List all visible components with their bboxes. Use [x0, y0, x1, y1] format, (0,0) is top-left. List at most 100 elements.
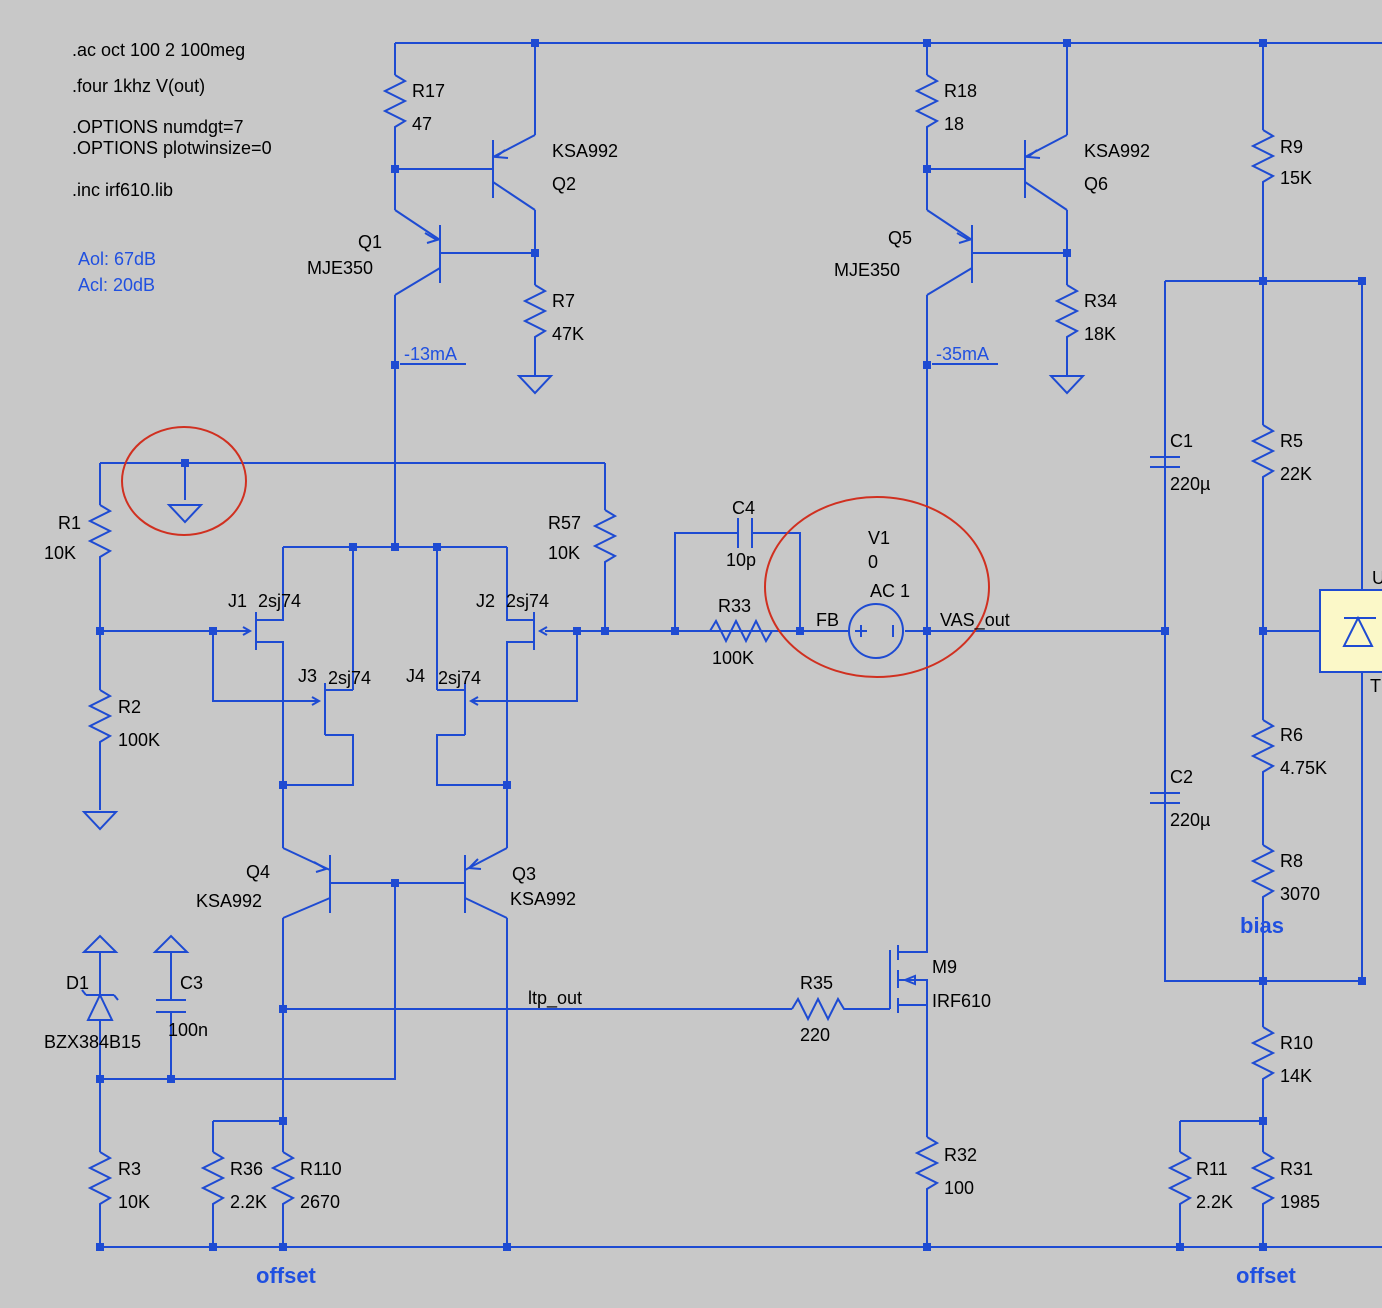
ground-icon — [152, 934, 190, 953]
value-j4: 2sj74 — [438, 668, 481, 688]
diode-d1 — [81, 989, 119, 1021]
resistor-r1 — [87, 504, 113, 570]
label-r32: R32 — [944, 1145, 977, 1165]
value-c3: 100n — [168, 1020, 208, 1040]
ic-clipped-label-bottom: T — [1370, 676, 1381, 696]
wires — [99, 42, 1382, 1248]
resistor-r110 — [270, 1151, 296, 1217]
label-r57: R57 — [548, 513, 581, 533]
value-q2: KSA992 — [552, 141, 618, 161]
value-c4: 10p — [726, 550, 756, 570]
transistor-q2 — [492, 134, 536, 211]
value-m9: IRF610 — [932, 991, 991, 1011]
directive-text: .ac oct 100 2 100meg .four 1khz V(out) .… — [72, 40, 272, 295]
net-vas-out: VAS_out — [940, 610, 1010, 631]
resistor-r18 — [914, 74, 940, 145]
value-q6: KSA992 — [1084, 141, 1150, 161]
value-q1: MJE350 — [307, 258, 373, 278]
ground-icon — [81, 934, 119, 953]
transistor-q6 — [1024, 134, 1068, 211]
directive-ac: .ac oct 100 2 100meg — [72, 40, 245, 60]
capacitor-c4 — [737, 518, 753, 548]
value-r5: 22K — [1280, 464, 1312, 484]
directive-options-1: .OPTIONS numdgt=7 — [72, 117, 244, 137]
label-r33: R33 — [718, 596, 751, 616]
value-j2: 2sj74 — [506, 591, 549, 611]
resistor-r10 — [1250, 1026, 1276, 1092]
highlight-ground — [121, 426, 247, 536]
label-m9: M9 — [932, 957, 957, 977]
resistor-r17 — [382, 74, 408, 145]
transistor-symbols — [282, 134, 1068, 919]
resistor-r34 — [1054, 284, 1080, 355]
label-c1: C1 — [1170, 431, 1193, 451]
junction-dots — [96, 39, 1366, 1251]
value-q4: KSA992 — [196, 891, 262, 911]
value-r57: 10K — [548, 543, 580, 563]
resistor-r7 — [522, 284, 548, 355]
jfet-symbols — [242, 610, 548, 735]
jfet-j1 — [242, 610, 284, 652]
transistor-q4 — [282, 847, 331, 919]
value-r8: 3070 — [1280, 884, 1320, 904]
net-bias: bias — [1240, 913, 1284, 938]
ground-symbols — [81, 375, 1086, 953]
label-q5: Q5 — [888, 228, 912, 248]
component-labels: R17 47 KSA992 Q2 Q1 MJE350 R7 47K -13mA … — [44, 81, 1382, 1288]
value-r7: 47K — [552, 324, 584, 344]
jfet-j2 — [506, 610, 548, 652]
label-j4: J4 — [406, 666, 425, 686]
current-q1: -13mA — [404, 344, 457, 364]
capacitor-c2 — [1150, 792, 1180, 804]
directive-options-2: .OPTIONS plotwinsize=0 — [72, 138, 272, 158]
label-r10: R10 — [1280, 1033, 1313, 1053]
label-q4: Q4 — [246, 862, 270, 882]
capacitor-c3 — [156, 999, 186, 1013]
value-r31: 1985 — [1280, 1192, 1320, 1212]
value-r33: 100K — [712, 648, 754, 668]
capacitor-c1 — [1150, 456, 1180, 468]
value-r3: 10K — [118, 1192, 150, 1212]
net-offset-right: offset — [1236, 1263, 1297, 1288]
value-r10: 14K — [1280, 1066, 1312, 1086]
capacitor-symbols — [156, 456, 1180, 1013]
resistor-symbols — [87, 74, 1276, 1217]
value-j3: 2sj74 — [328, 668, 371, 688]
resistor-r6 — [1250, 719, 1276, 785]
value-r32: 100 — [944, 1178, 974, 1198]
value-c2: 220µ — [1170, 810, 1210, 830]
value-q3: KSA992 — [510, 889, 576, 909]
resistor-r32 — [914, 1136, 940, 1207]
mosfet-m9 — [889, 940, 928, 1013]
net-ltp-out: ltp_out — [528, 988, 582, 1009]
value-r18: 18 — [944, 114, 964, 134]
ground-icon — [81, 811, 119, 831]
label-r36: R36 — [230, 1159, 263, 1179]
label-r18: R18 — [944, 81, 977, 101]
label-q6: Q6 — [1084, 174, 1108, 194]
value-c1: 220µ — [1170, 474, 1210, 494]
value-q5: MJE350 — [834, 260, 900, 280]
value-r6: 4.75K — [1280, 758, 1327, 778]
label-q1: Q1 — [358, 232, 382, 252]
value-r17: 47 — [412, 114, 432, 134]
value-r35: 220 — [800, 1025, 830, 1045]
net-offset-left: offset — [256, 1263, 317, 1288]
jfet-j4 — [437, 683, 479, 735]
label-r110: R110 — [300, 1159, 342, 1179]
resistor-r9 — [1250, 129, 1276, 195]
label-r3: R3 — [118, 1159, 141, 1179]
ic-clipped-label-top: U — [1372, 568, 1382, 588]
label-r7: R7 — [552, 291, 575, 311]
resistor-r8 — [1250, 844, 1276, 910]
label-r8: R8 — [1280, 851, 1303, 871]
label-r35: R35 — [800, 973, 833, 993]
value-j1: 2sj74 — [258, 591, 301, 611]
label-r1: R1 — [58, 513, 81, 533]
jfet-j3 — [311, 683, 353, 735]
current-q5: -35mA — [936, 344, 989, 364]
ground-icon — [516, 375, 554, 395]
voltage-source-v1 — [848, 603, 904, 659]
label-r17: R17 — [412, 81, 445, 101]
